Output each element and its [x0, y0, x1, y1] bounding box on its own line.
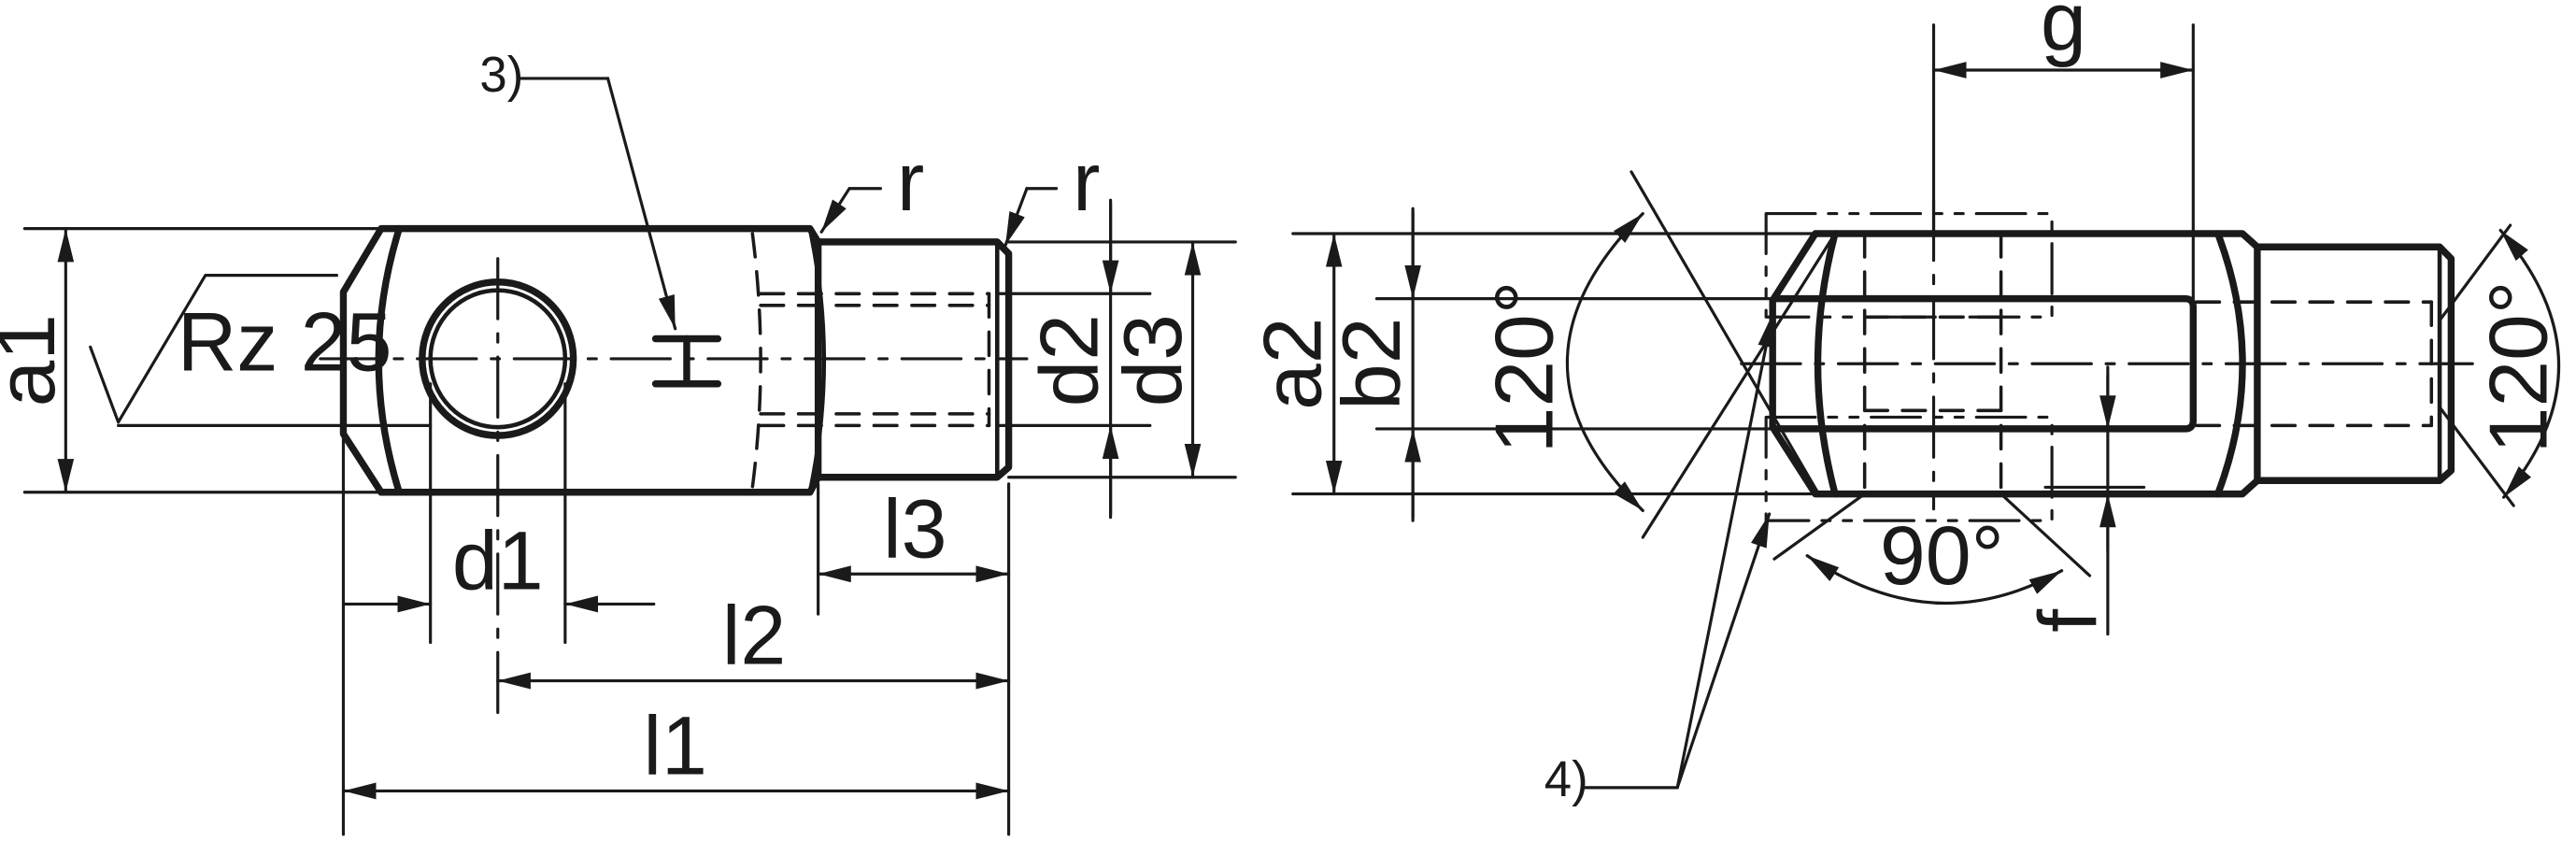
label-g: g [2041, 0, 2086, 68]
right-dimensions: g a2 b2 120° 120° 90° f 4) [1246, 0, 2564, 807]
left-end-hidden-curve [750, 232, 762, 490]
left-dimensions: a1 Rz 25 3) r r d2 d3 d1 [0, 48, 1237, 836]
label-r-left: r [897, 135, 924, 228]
label-d1: d1 [452, 514, 544, 607]
dim-angle-right-arc [2498, 228, 2561, 499]
leader-note3 [605, 77, 677, 331]
label-note4: 4) [1544, 751, 1588, 806]
label-d3: d3 [1107, 314, 1199, 406]
label-b2: b2 [1326, 318, 1417, 410]
dim-angle-bottom-arc [1805, 554, 2064, 606]
label-note3: 3) [479, 48, 523, 103]
left-body-outline [339, 224, 822, 496]
label-d2: d2 [1023, 314, 1115, 406]
label-rz: Rz 25 [178, 295, 392, 389]
phantom-pin-top [1764, 211, 2054, 319]
label-l3: l3 [883, 482, 946, 576]
left-view [319, 224, 1029, 728]
threaded-shank [814, 238, 1013, 481]
leader-r-right [1003, 187, 1029, 248]
clevis-slot [1772, 294, 2198, 433]
phantom-pin-bottom [1764, 415, 2054, 522]
rz-symbol [89, 274, 339, 424]
label-angle-left: 120° [1478, 281, 1570, 454]
label-f: f [2022, 609, 2113, 633]
dim-angle-left-arc [1566, 211, 1644, 513]
label-angle-bottom: 90° [1880, 508, 2004, 602]
leader-note4-a [1675, 312, 1774, 790]
leader-note4-b [1675, 512, 1772, 790]
h-mark [651, 335, 722, 388]
leader-r-left [819, 187, 851, 234]
label-l1: l1 [643, 699, 706, 792]
left-end-curve [807, 226, 827, 495]
label-r-right: r [1073, 135, 1100, 228]
label-angle-right: 120° [2472, 281, 2564, 454]
label-a2: a2 [1246, 318, 1338, 410]
label-l2: l2 [722, 589, 786, 682]
label-a1: a1 [0, 314, 72, 406]
left-chamfer-curve [375, 224, 403, 496]
